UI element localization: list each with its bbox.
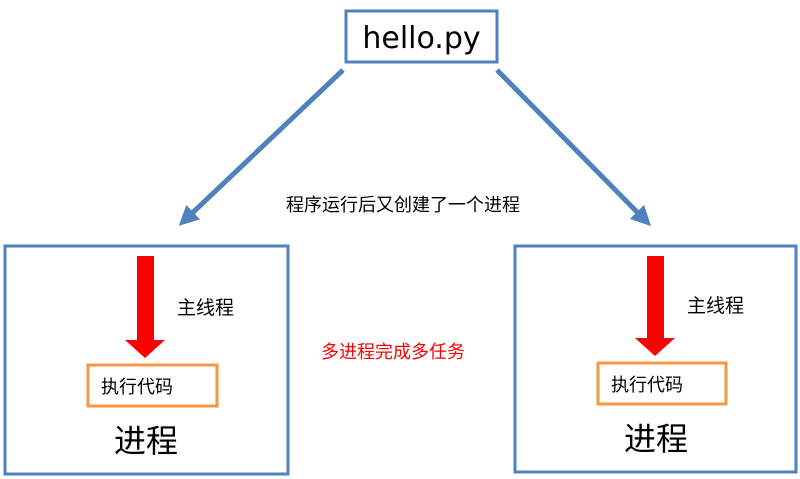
arrow-to-right-process: [495, 68, 652, 227]
caption: 程序运行后又创建了一个进程: [286, 195, 520, 216]
process-box-left: 主线程 执行代码 进程: [3, 244, 290, 476]
process-box-right: 主线程 执行代码 进程: [513, 244, 798, 474]
thread-label: 主线程: [687, 295, 744, 317]
process-label: 进程: [114, 422, 178, 460]
arrow-to-left-process: [178, 68, 345, 226]
thread-arrow: [125, 256, 165, 358]
code-box: [596, 361, 728, 406]
thread-label: 主线程: [177, 297, 234, 319]
code-label: 执行代码: [611, 375, 683, 396]
process-label: 进程: [624, 420, 688, 458]
code-label: 执行代码: [101, 377, 173, 398]
code-box: [86, 363, 219, 408]
hello-py-label: hello.py: [362, 21, 480, 56]
thread-arrow: [635, 256, 675, 356]
center-note: 多进程完成多任务: [321, 342, 465, 363]
hello-py-box: hello.py: [344, 9, 499, 64]
